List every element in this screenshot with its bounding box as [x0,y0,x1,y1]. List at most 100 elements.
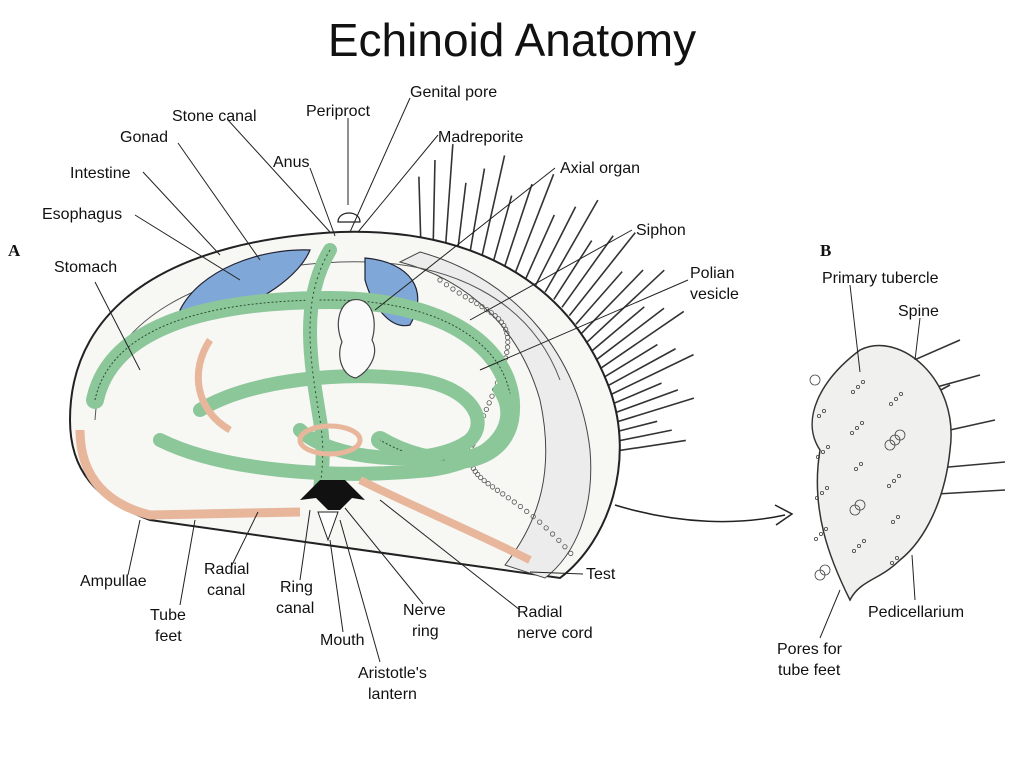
fragment-pore [824,527,829,532]
label-intestine: Intestine [70,165,131,182]
fragment-pore [859,461,864,466]
fragment-pore [852,549,857,554]
spine [432,159,436,248]
label-test: Test [586,566,616,583]
fragment-pore [895,556,900,561]
label-pores-for-tube-feet-1: Pores for [777,641,843,658]
fragment-pore [899,391,904,396]
labels-b: Primary tubercle Spine Pedicellarium Por… [777,270,964,679]
label-radial-nerve-cord-2: nerve cord [517,625,593,642]
spine [597,348,676,392]
tubercle [504,344,511,350]
tubercle [556,537,562,543]
label-periproct: Periproct [306,103,371,120]
tubercle [488,310,494,316]
radial-canal-right [358,476,532,564]
label-polian-vesicle-1: Polian [690,265,734,282]
esophagus-tube-edge [309,249,331,491]
ampullae-row [75,429,301,520]
label-aristotles-lantern-2: lantern [368,686,417,703]
fragment-pores [809,374,906,581]
tubercle [478,474,484,481]
page-title: Echinoid Anatomy [327,14,697,66]
fragment-pore [851,389,856,394]
tubercle [468,297,474,303]
arrow-to-detail [614,504,786,523]
fragment-pore [825,485,830,490]
fragment-pore [894,396,899,401]
tubercle [505,339,511,345]
fragment-pore [826,444,831,449]
fragment-pore [819,564,831,576]
spine [597,343,658,382]
tubercle [489,393,495,399]
tubercle [486,400,492,406]
spine [593,307,665,363]
fragment-pore [821,449,826,454]
label-nerve-ring-1: Nerve [403,602,446,619]
fragment-pore [854,466,859,471]
spine [418,176,422,247]
aristotles-lantern [300,480,365,510]
fragment-pore [814,537,819,542]
label-genital-pore: Genital pore [410,84,497,101]
fragment-pore [855,425,860,430]
ring-canal [297,423,363,457]
label-aristotles-lantern-1: Aristotle's [358,665,427,682]
label-tube-feet-1: Tube [150,607,186,624]
tubercle [568,550,574,556]
fragment-pore [854,499,866,511]
spine [590,306,645,353]
spine [568,232,636,317]
mouth-teeth [317,511,339,542]
spine [492,195,513,264]
fragment-pore [860,420,865,425]
test-fragment [811,344,952,602]
fragment-pore [890,561,895,566]
label-ampullae: Ampullae [80,573,147,590]
spine [581,269,644,334]
axial-organ [337,299,376,379]
label-stone-canal: Stone canal [172,108,257,125]
spine [575,271,623,325]
intestine-coil-mid [193,369,485,466]
tubercle [517,503,524,510]
label-siphon: Siphon [636,222,686,239]
periproct-cap [337,212,361,223]
spine [456,182,467,253]
fragment-pore [861,379,866,384]
tubercle [475,471,481,478]
label-madreporite: Madreporite [438,129,523,146]
fragment-pore [822,408,827,413]
tubercle [443,282,450,288]
tubercle [479,304,485,310]
spine [597,353,694,402]
test-plates [398,251,592,579]
fragment-pore [809,374,821,386]
spine [480,155,506,260]
tubercle [481,477,487,484]
label-ring-canal-1: Ring [280,579,313,596]
leader-lines-b [819,284,921,639]
tubercle [495,316,502,322]
fragment-pore [887,483,892,488]
fragment-pore [889,401,894,406]
tubercle [511,499,517,505]
fragment-pore [850,430,855,435]
fragment-pore [857,544,862,549]
tubercle [485,481,491,487]
label-gonad: Gonad [120,129,168,146]
label-pores-for-tube-feet-2: tube feet [778,662,841,679]
spine [595,310,685,372]
tubercle [562,544,568,550]
tubercle [524,508,530,514]
tubercle [450,286,456,292]
fragment-pore [891,520,896,525]
fragment-pore [862,539,867,544]
spine [503,183,533,268]
tubercle [494,487,501,493]
label-radial-nerve-cord-1: Radial [517,604,562,621]
panel-b-letter: B [820,241,831,260]
spine [561,235,614,308]
fragment-pore [819,532,824,537]
